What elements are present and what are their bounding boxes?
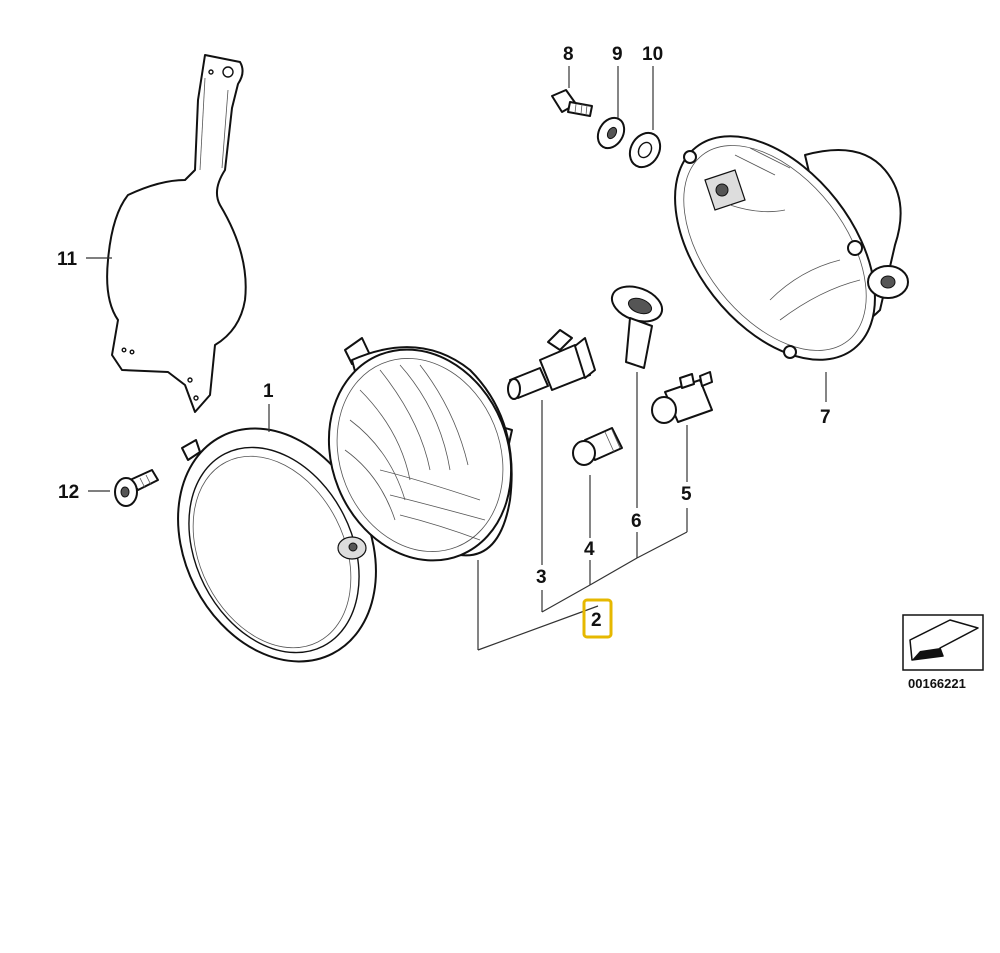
callouts: 11 1 12 8 9 10 7 5 6 4 3 2 xyxy=(57,44,831,639)
leader-lines xyxy=(86,66,827,651)
headlight-insert[interactable] xyxy=(298,322,542,588)
part-5-bulb-holder[interactable] xyxy=(651,371,713,424)
highlight-box xyxy=(582,598,613,639)
callout-11[interactable]: 11 xyxy=(57,249,78,270)
direction-marker: 00166221 xyxy=(902,614,984,691)
part-6-bulb-socket[interactable] xyxy=(607,280,667,369)
callout-12[interactable]: 12 xyxy=(58,482,79,503)
part-10-washer[interactable] xyxy=(624,127,666,172)
part-11-mounting-plate[interactable] xyxy=(106,54,247,413)
part-12-screw[interactable] xyxy=(114,469,159,507)
callout-4[interactable]: 4 xyxy=(584,539,595,560)
part-8-bolt[interactable] xyxy=(551,89,593,117)
callout-5[interactable]: 5 xyxy=(681,484,692,505)
part-4-parking-bulb[interactable] xyxy=(572,427,623,466)
part-9-washer[interactable] xyxy=(593,113,630,153)
callout-10[interactable]: 10 xyxy=(642,44,663,65)
catalog-number: 00166221 xyxy=(908,676,966,691)
part-7-headlight-housing[interactable] xyxy=(635,99,916,397)
callout-7[interactable]: 7 xyxy=(820,407,831,428)
callout-3[interactable]: 3 xyxy=(536,567,547,588)
callout-6[interactable]: 6 xyxy=(631,511,642,532)
callout-9[interactable]: 9 xyxy=(612,44,623,65)
callout-2[interactable]: 2 xyxy=(591,610,602,631)
callout-8[interactable]: 8 xyxy=(563,44,574,65)
callout-1[interactable]: 1 xyxy=(263,381,274,402)
part-3-main-bulb[interactable] xyxy=(507,329,596,400)
